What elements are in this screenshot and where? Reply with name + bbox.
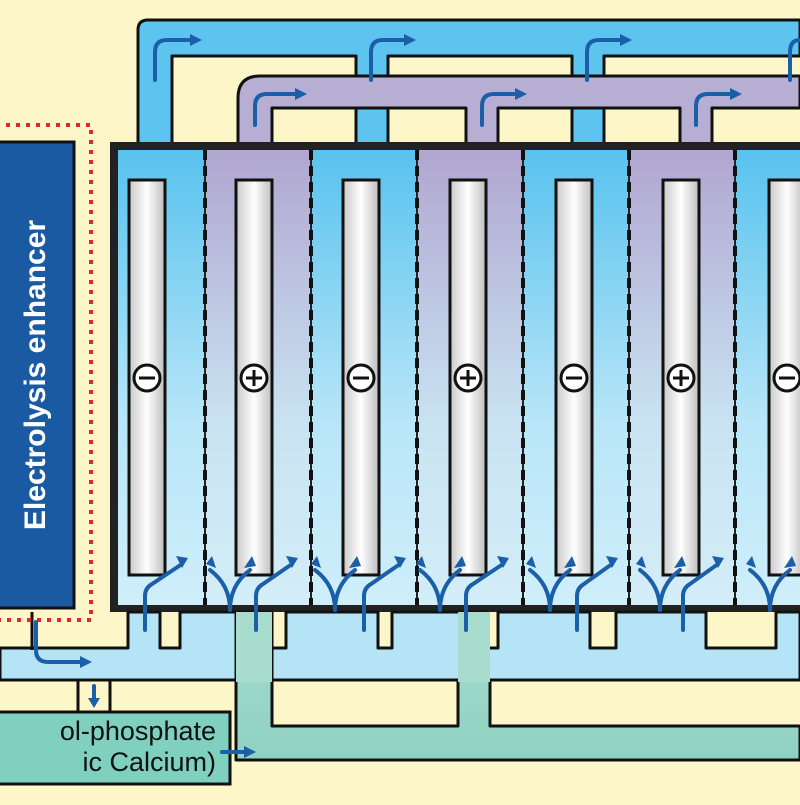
inlet-manifold — [0, 610, 800, 682]
arrow — [208, 568, 252, 612]
arrow — [253, 92, 297, 127]
arrow — [34, 620, 82, 664]
arrow — [464, 562, 505, 632]
arrow — [254, 562, 294, 632]
arrow — [480, 92, 517, 127]
negative-symbol-4 — [772, 363, 800, 393]
enhancer-pipe — [30, 612, 112, 712]
arrow — [153, 38, 192, 82]
arrow — [788, 38, 800, 82]
membranes — [203, 150, 737, 605]
arrow — [418, 568, 462, 612]
arrow — [694, 92, 732, 127]
arrow — [528, 568, 572, 612]
negative-symbol-3 — [559, 363, 589, 393]
arrow — [638, 568, 682, 612]
purple-outlet-manifold — [236, 74, 800, 147]
arrow-heads — [80, 34, 796, 758]
positive-symbol-1 — [239, 363, 269, 393]
arrow — [748, 568, 792, 612]
positive-symbol-2 — [453, 363, 483, 393]
additive-pipe — [234, 610, 800, 762]
arrow — [575, 562, 614, 632]
additive-box — [0, 710, 232, 786]
arrow — [369, 38, 406, 82]
arrow — [313, 568, 357, 612]
arrow — [681, 562, 720, 632]
arrow — [585, 38, 622, 82]
enhancer-box — [0, 140, 76, 610]
arrow — [143, 562, 184, 632]
dashed-boundary — [0, 123, 93, 622]
arrow — [362, 562, 402, 632]
negative-symbol-2 — [346, 363, 376, 393]
flow-arrows — [34, 38, 800, 754]
negative-symbol-1 — [132, 363, 162, 393]
positive-symbol-3 — [666, 363, 696, 393]
polarity-symbols — [132, 363, 800, 393]
